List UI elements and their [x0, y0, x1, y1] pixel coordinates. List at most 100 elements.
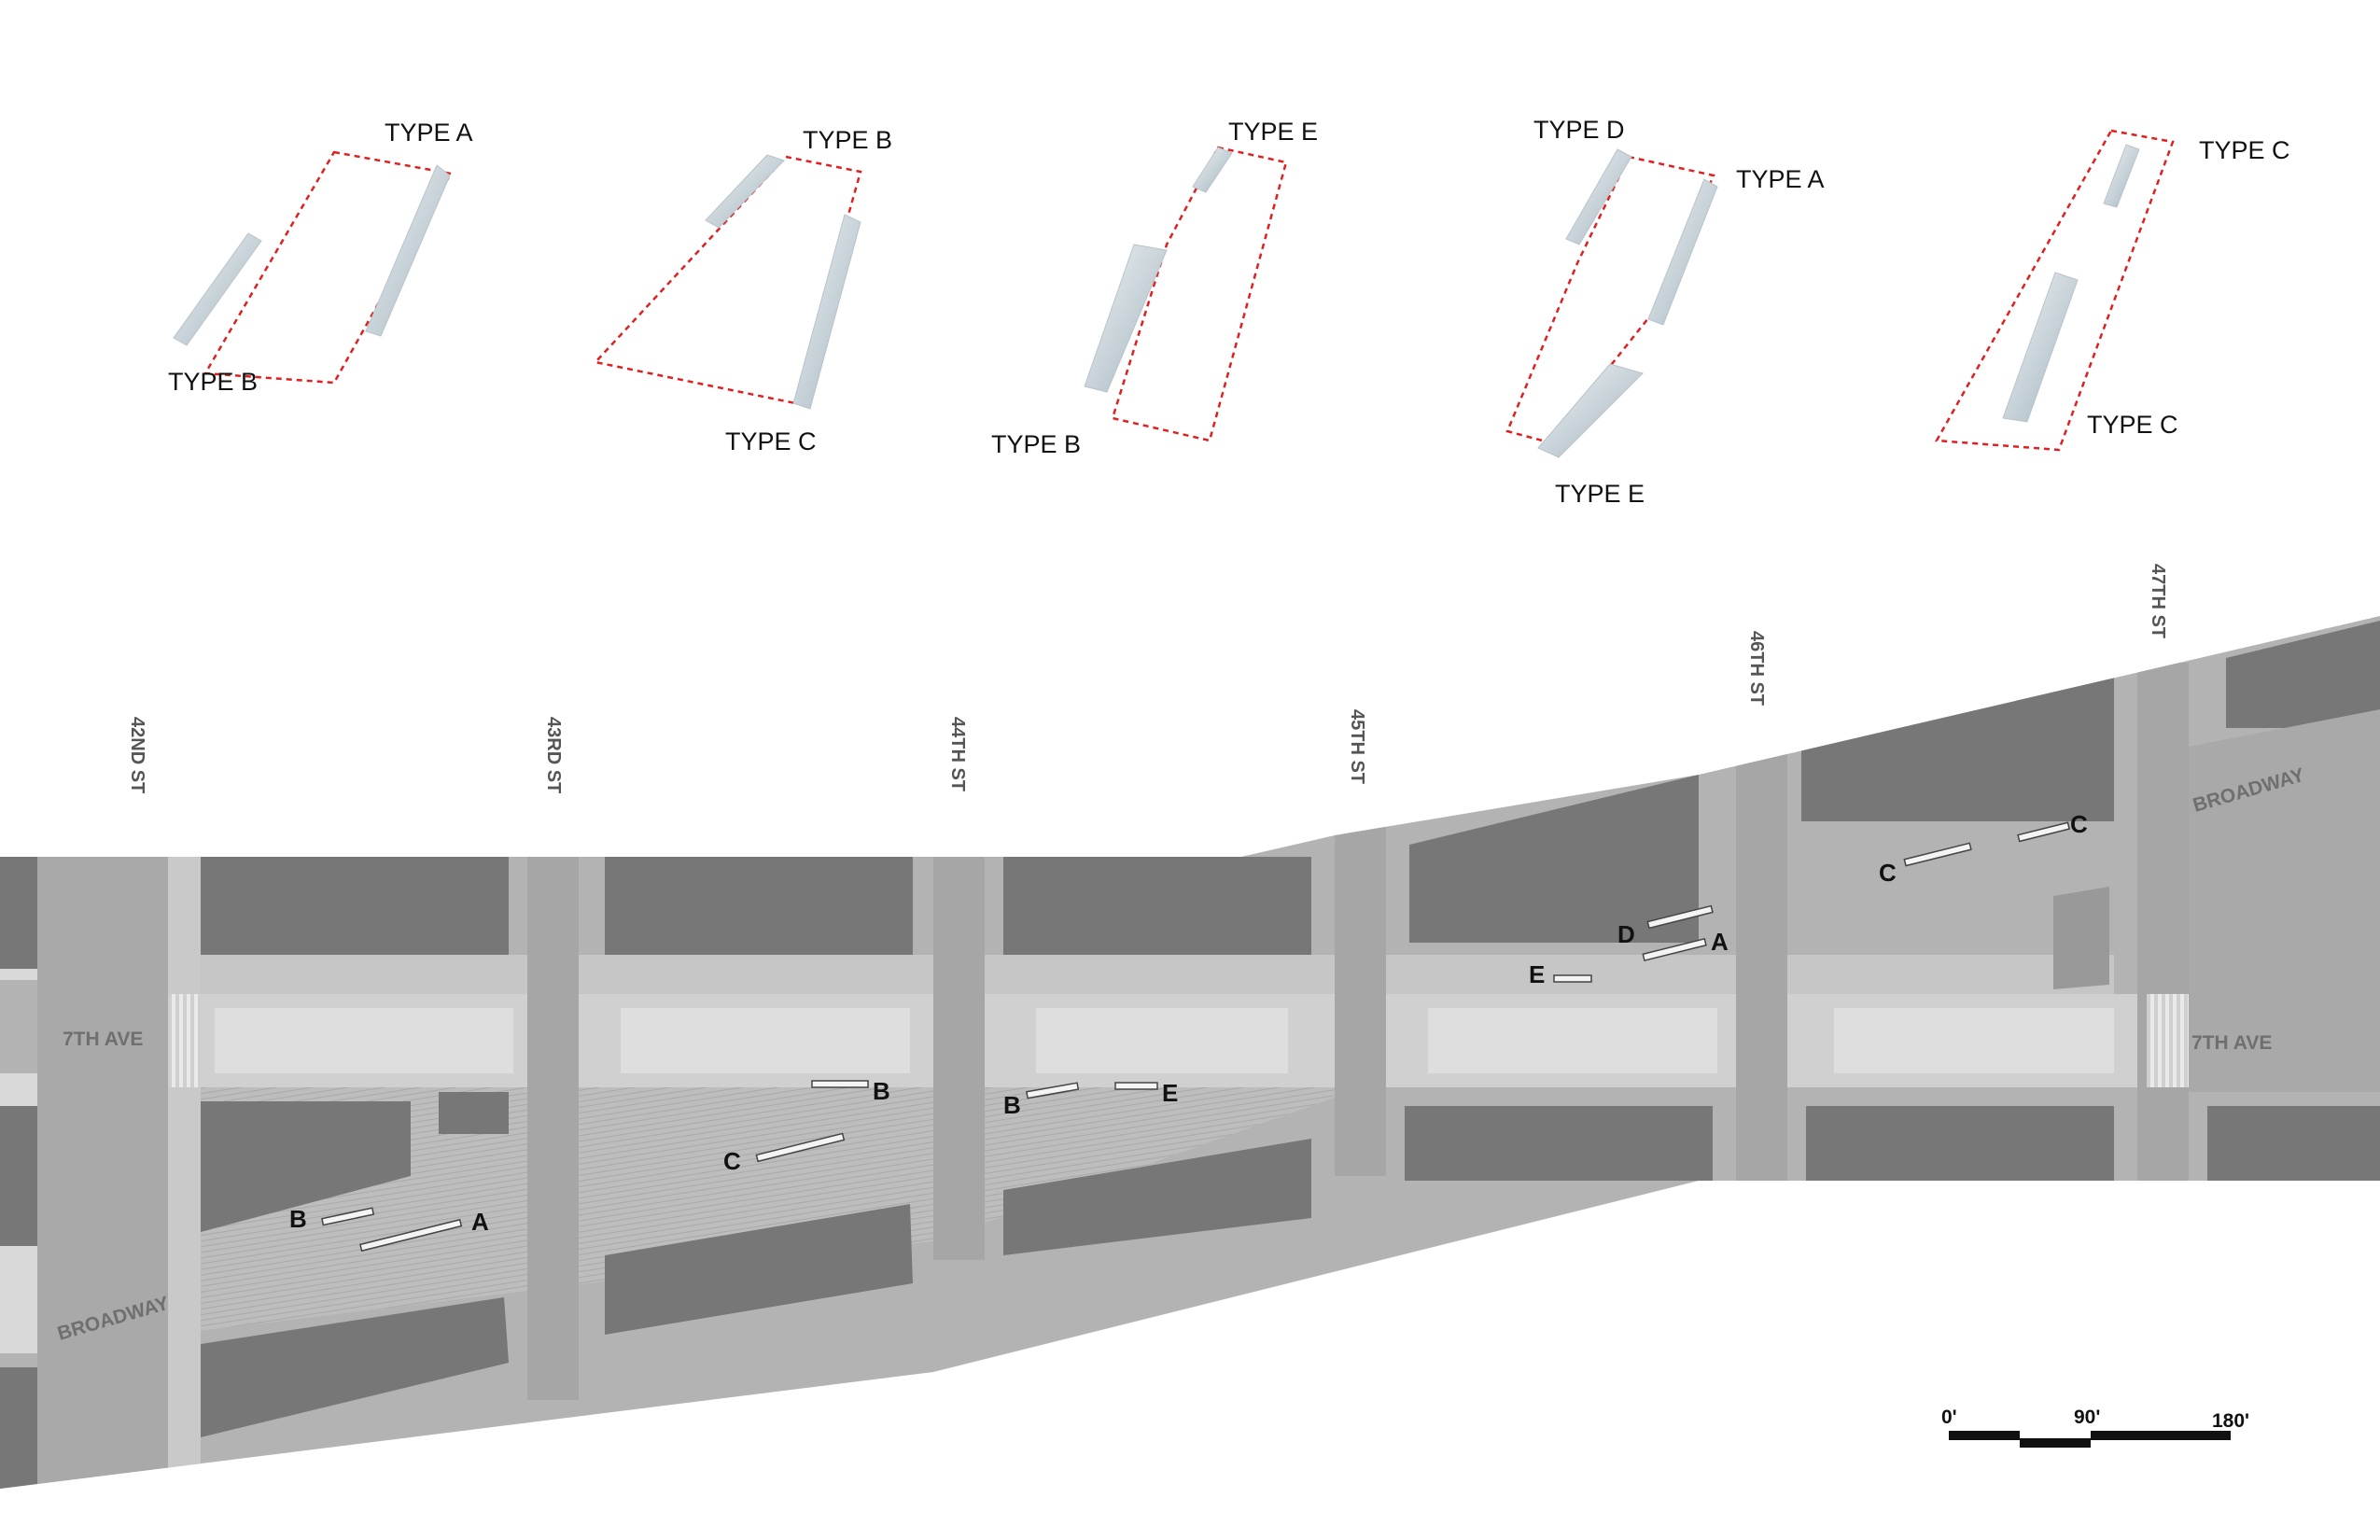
avenue-label-7th-east: 7TH AVE: [2191, 1032, 2272, 1054]
bench-tag: A: [471, 1208, 489, 1236]
type-label: TYPE A: [1736, 165, 1825, 193]
scale-segment: [1949, 1431, 2020, 1440]
bench: [1642, 937, 1707, 962]
scale-segment: [2020, 1438, 2091, 1448]
plaza-outline: [1934, 129, 2175, 452]
building: [1409, 775, 1699, 943]
type-label: TYPE E: [1228, 118, 1318, 146]
street-label-42nd: 42ND ST: [127, 717, 147, 793]
cross-street-46th: [1736, 747, 1787, 1185]
cross-street-47th: [2137, 663, 2189, 1185]
stairs: [2053, 887, 2109, 989]
plaza-inner: [215, 1008, 513, 1073]
street-label-44th: 44TH ST: [947, 717, 968, 791]
bench-volume: [1084, 244, 1168, 393]
bench-volume: [173, 232, 262, 346]
building: [2226, 621, 2380, 728]
building: [605, 857, 913, 955]
scale-bar: 0' 90' 180': [1941, 1407, 2249, 1448]
street-label-47th: 47TH ST: [2148, 564, 2168, 638]
building: [1801, 677, 2114, 821]
bench: [358, 1218, 463, 1253]
building: [605, 1204, 913, 1335]
bench-volume: [1647, 178, 1718, 326]
bench: [1026, 1082, 1080, 1099]
bench-tag: D: [1617, 920, 1635, 948]
bench-tag: B: [1003, 1091, 1021, 1119]
type-label: TYPE C: [725, 427, 817, 455]
bench-volume: [792, 214, 861, 410]
street-label-45th: 45TH ST: [1347, 709, 1367, 784]
bench-volume: [365, 164, 451, 337]
plaza-inner: [1834, 1008, 2114, 1073]
bench-volume: [2103, 144, 2140, 208]
bench: [1553, 974, 1592, 983]
scale-label: 180': [2212, 1410, 2249, 1432]
avenue-roadway: [37, 840, 168, 1489]
scale-segment: [2091, 1431, 2231, 1440]
street-label-43rd: 43RD ST: [543, 717, 564, 793]
avenue-roadway: [2189, 709, 2380, 1092]
cross-street-44th: [933, 840, 985, 1260]
building: [0, 857, 37, 969]
type-label: TYPE C: [2199, 136, 2290, 164]
bench-tag: B: [289, 1205, 307, 1233]
bench: [1903, 842, 1972, 867]
crosswalk: [2147, 994, 2189, 1087]
bench-volume: [1565, 148, 1632, 245]
scale-label: 90': [2074, 1407, 2100, 1428]
building: [1003, 857, 1311, 955]
street-labels: 42ND ST 43RD ST 44TH ST 45TH ST 46TH ST …: [127, 564, 2168, 793]
type-label: TYPE B: [803, 126, 892, 154]
plan-benches: [321, 821, 2071, 1253]
street-label-46th: 46TH ST: [1746, 631, 1767, 706]
type-label: TYPE C: [2087, 411, 2178, 439]
bench-tag: A: [1711, 928, 1729, 956]
building: [2207, 1106, 2380, 1181]
building: [1003, 1139, 1311, 1255]
bench-volume: [2002, 272, 2079, 423]
bench-tags: B A C B B E D A E C C: [289, 810, 2088, 1236]
bench-volume: [705, 154, 785, 229]
type-label: TYPE D: [1533, 116, 1625, 144]
site-plan: B A C B B E D A E C C 42ND ST 43RD ST 44…: [0, 564, 2380, 1489]
plaza-inner: [621, 1008, 910, 1073]
bench: [755, 1132, 846, 1163]
type-label: TYPE B: [991, 430, 1081, 458]
bench-volume: [1537, 363, 1644, 458]
building: [201, 1297, 509, 1437]
type-diagrams: TYPE A TYPE B TYPE B TYPE C TYPE E TYPE …: [168, 116, 2290, 508]
plaza-inner: [1036, 1008, 1288, 1073]
plaza-inner: [1428, 1008, 1717, 1073]
bench-tag: C: [723, 1147, 741, 1175]
diagram-1: TYPE A TYPE B: [168, 119, 473, 396]
building: [1806, 1106, 2114, 1181]
diagram-2: TYPE B TYPE C: [593, 126, 892, 455]
cross-street-45th: [1335, 821, 1386, 1176]
bench-tag: C: [2070, 810, 2088, 838]
building: [1405, 1106, 1713, 1181]
bench-tag: E: [1529, 960, 1545, 988]
crosswalk: [168, 994, 201, 1087]
building: [0, 1367, 37, 1489]
bench-tag: B: [873, 1077, 890, 1105]
broadway-paving: [168, 1087, 1363, 1335]
cross-street-43rd: [527, 840, 579, 1400]
type-label: TYPE E: [1555, 480, 1645, 508]
diagram-4: TYPE D TYPE A TYPE E: [1505, 116, 1825, 508]
building: [201, 1101, 411, 1232]
bench-tag: E: [1162, 1079, 1178, 1107]
cross-street-42nd: [168, 840, 201, 1489]
bench: [811, 1080, 869, 1088]
building: [439, 1092, 509, 1134]
diagram-5: TYPE C TYPE C: [1934, 129, 2290, 452]
bench-tag: C: [1879, 859, 1897, 887]
bench: [2017, 821, 2071, 843]
bench: [321, 1207, 375, 1226]
bench-volume: [1192, 147, 1233, 193]
type-label: TYPE A: [385, 119, 473, 147]
plaza-outline: [1111, 146, 1288, 442]
diagram-3: TYPE E TYPE B: [991, 118, 1318, 458]
type-label: TYPE B: [168, 368, 258, 396]
